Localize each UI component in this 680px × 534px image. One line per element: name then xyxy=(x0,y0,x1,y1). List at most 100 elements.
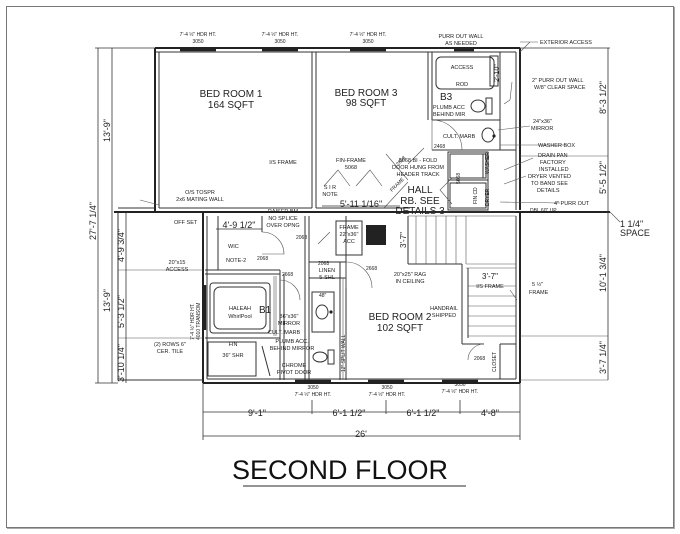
dim-overall-left: 27'-7 1/4" xyxy=(88,202,98,240)
note-transom: 7'-4 ½" HDR HT. xyxy=(189,303,196,340)
drawing-title: SECOND FLOOR xyxy=(232,455,448,485)
window-header-label: 7'-4 ½" HDR HT. xyxy=(442,388,479,395)
dim-2-10: 2'-10" xyxy=(494,64,501,82)
note-2: NOTE-2 xyxy=(226,258,246,264)
note-is-frame: I/S FRAME xyxy=(476,284,504,290)
room-name-bedroom-3: BED ROOM 3 xyxy=(335,88,398,99)
note-rod: ROD xyxy=(456,82,468,88)
note-frame-half: FRAME xyxy=(529,290,549,296)
note-4in-purr: 4" PURR OUT xyxy=(554,201,590,207)
door-size: 2068 xyxy=(318,261,329,267)
dim-left-lower: 13'-9" xyxy=(102,289,112,312)
dim-left-upper: 13'-9" xyxy=(102,119,112,142)
room-name-b1: B1 xyxy=(259,305,272,316)
note-raised-bm: RAISED BM xyxy=(268,209,299,215)
dim-3-7: 3'-7" xyxy=(399,232,408,248)
note-cult-marb: CULT. MARB xyxy=(443,134,476,140)
label-fin: FIN xyxy=(229,342,238,348)
note-frame-half: 5 ½" xyxy=(532,281,543,288)
annotations: PURR OUT WALL AS NEEDED EXTERIOR ACCESS … xyxy=(154,34,650,376)
dim-right-seg1: 8'-3 1/2" xyxy=(598,81,608,114)
note-mirror: MIRROR xyxy=(531,126,553,132)
note-chrome-door: CHROME xyxy=(282,363,307,369)
door-size: 2668 xyxy=(366,266,377,272)
room-name-b3: B3 xyxy=(440,92,453,103)
dim-bottom-seg1: 9'-1" xyxy=(248,408,266,418)
label-linen: LINEN xyxy=(319,268,335,274)
note-2in-purr: W/8" CLEAR SPACE xyxy=(534,85,586,91)
note-plumb-acc: BEHIND MIRROR xyxy=(270,346,315,352)
note-access: ACCESS xyxy=(451,65,474,71)
note-raised-bm: OVER OPNG xyxy=(266,223,299,229)
window-size-label: 3050 xyxy=(307,385,318,391)
note-plumb-acc: BEHIND MIR xyxy=(433,112,465,118)
note-mirror-36: MIRROR xyxy=(278,321,300,327)
note-os-tospr: 2x6 MATING WALL xyxy=(176,197,224,203)
door-swings xyxy=(261,119,485,361)
note-mirror: 24"x36" xyxy=(533,119,552,125)
note-sir: NOTE xyxy=(322,192,338,198)
window-labels: 7'-4 ½" HDR HT. 3050 7'-4 ½" HDR HT. 305… xyxy=(180,31,479,398)
window-size-label: 3050 xyxy=(192,39,203,45)
interior-walls xyxy=(159,52,516,380)
note-bifold: HEADER TRACK xyxy=(397,172,440,178)
note-rag-ceiling: 20"x25" RAG xyxy=(394,272,426,278)
dim-bottom-seg2: 6'-1 1/2" xyxy=(333,408,366,418)
note-washer-box: WASHER BOX xyxy=(538,143,575,149)
note-cer-tile: CER. TILE xyxy=(157,349,184,355)
note-off-set: OFF SET xyxy=(174,220,198,226)
window-header-label: 7'-4 ½" HDR HT. xyxy=(262,31,299,38)
note-fin-frame: 5068 xyxy=(345,165,357,171)
hall-note-line-1: RB. SEE xyxy=(400,196,440,207)
note-frame: FRAME xyxy=(389,176,406,193)
dim-right-seg3: 10'-1 3/4" xyxy=(598,254,608,292)
label-wic: WIC xyxy=(228,244,239,250)
note-dryer-vented: DETAILS xyxy=(537,188,560,194)
dim-5-11: 5'-11 1/16" xyxy=(340,199,382,209)
dim-left-seg1: 4'-9 3/4" xyxy=(116,229,126,262)
note-plumb-acc: PLUMB ACC xyxy=(433,105,465,111)
window-size-label: 3050 xyxy=(362,39,373,45)
dimension-lines xyxy=(95,41,621,440)
window-size-label: 3050 xyxy=(381,385,392,391)
dim-overall-bottom: 26' xyxy=(355,429,367,439)
label-washer: WASHER xyxy=(485,152,491,174)
door-size: 2668 xyxy=(282,272,293,278)
room-labels: BED ROOM 1 164 SQFT BED ROOM 3 98 SQFT B… xyxy=(200,88,453,334)
dim-4-9: 4'-9 1/2" xyxy=(223,220,256,230)
note-access-20: 20"x15 xyxy=(169,260,186,266)
note-bifold: 5068 BI - FOLD xyxy=(399,158,438,164)
room-area-bedroom-1: 164 SQFT xyxy=(208,100,254,111)
window-size-label: 3050 xyxy=(454,382,465,388)
label-shower: 36" SHR xyxy=(222,353,243,359)
dim-right-seg2: 5'-5 1/2" xyxy=(598,161,608,194)
dim-3-7: 3'-7" xyxy=(482,272,498,281)
note-frame-acc: ACC xyxy=(343,239,355,245)
dim-bottom-seg3: 6'-1 1/2" xyxy=(407,408,440,418)
room-name-bedroom-1: BED ROOM 1 xyxy=(200,89,263,100)
note-2in-purr: 2" PURR OUT WALL xyxy=(532,78,583,84)
label-fin-cd: FIN CD xyxy=(473,187,479,204)
door-size: 2068 xyxy=(257,256,268,262)
dim-left-seg3: 3'-10 1/4" xyxy=(116,344,126,382)
label-dryer: DRYER xyxy=(485,188,491,206)
room-name-bedroom-2: BED ROOM 2 xyxy=(369,312,432,323)
note-drain-pan: DRAIN PAN xyxy=(538,153,568,159)
note-chrome-door: PIVOT DOOR xyxy=(277,370,311,376)
note-rag-ceiling: IN CEILING xyxy=(395,279,424,285)
dimension-labels: 27'-7 1/4" 13'-9" 13'-9" 4'-9 3/4" 5'-3 … xyxy=(88,81,608,439)
label-whirlpool: HALEAH xyxy=(229,306,251,312)
label-closet: CLOSET xyxy=(492,352,498,372)
dim-right-seg4: 3'-7 1/4" xyxy=(598,341,608,374)
note-access-20: ACCESS xyxy=(166,267,189,273)
window-size-label: 3050 xyxy=(274,39,285,45)
window-header-label: 7'-4 ½" HDR HT. xyxy=(350,31,387,38)
note-handrail: HANDRAIL xyxy=(430,306,458,312)
dim-left-seg2: 5'-3 1/2" xyxy=(116,295,126,328)
label-whirlpool: WhirlPool xyxy=(228,314,252,320)
note-handrail: SHIPPED xyxy=(432,313,456,319)
room-name-hall: HALL xyxy=(407,185,432,196)
note-raised-bm: NO SPLICE xyxy=(268,216,298,222)
room-area-bedroom-2: 102 SQFT xyxy=(377,323,423,334)
